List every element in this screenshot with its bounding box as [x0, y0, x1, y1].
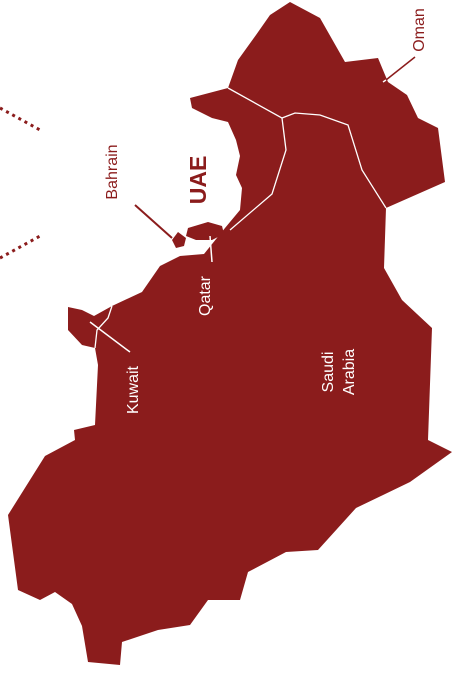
label-uae: UAE — [185, 156, 211, 205]
label-oman: Oman — [411, 8, 428, 52]
route-dotted-line-upper — [0, 106, 41, 132]
landmass-region — [8, 2, 452, 665]
leader-line-oman — [385, 56, 416, 81]
leader-line-bahrain — [134, 204, 173, 239]
route-dotted-line-lower — [0, 234, 41, 260]
label-qatar: Qatar — [197, 275, 214, 316]
leader-line-oman-inner — [382, 79, 387, 83]
leader-line-qatar — [209, 235, 213, 263]
label-saudi-arabia-line2: Arabia — [341, 349, 358, 395]
leader-line-kuwait — [89, 321, 131, 353]
border-oman-saudi — [281, 112, 387, 209]
qatar-peninsula — [186, 222, 224, 240]
label-saudi-arabia-line1: Saudi — [320, 352, 337, 393]
border-kuwait — [94, 305, 113, 349]
label-kuwait: Kuwait — [125, 365, 142, 414]
label-bahrain: Bahrain — [104, 144, 121, 199]
bahrain-island — [172, 232, 186, 248]
border-uae-oman — [227, 87, 287, 231]
